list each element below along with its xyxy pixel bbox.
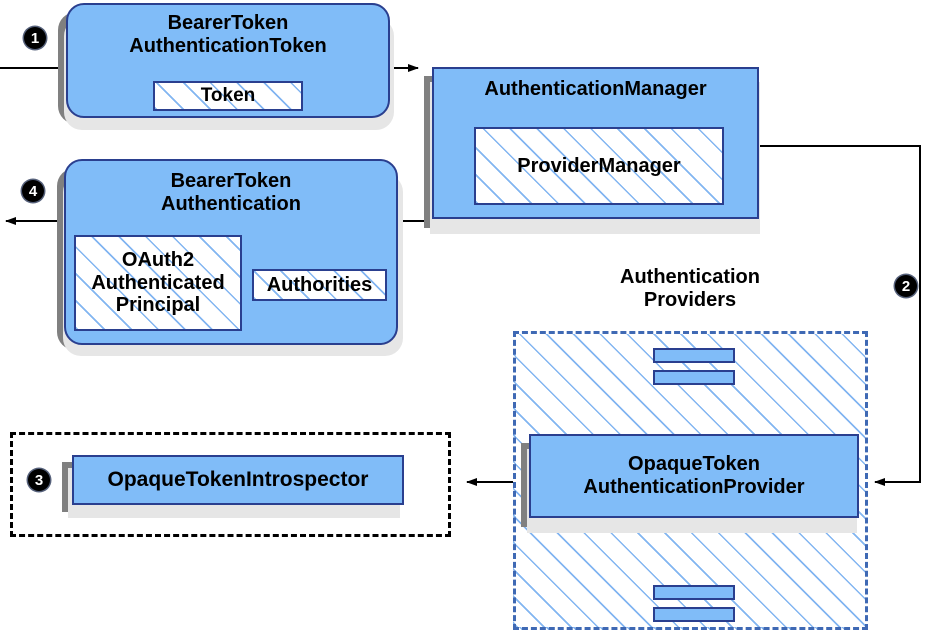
container-opaque-token-introspector	[10, 432, 451, 537]
inner-authorities-label: Authorities	[266, 273, 373, 296]
badge-step-2: 2	[895, 275, 917, 297]
inner-oauth2-authenticated-principal[interactable]: OAuth2 Authenticated Principal	[74, 235, 242, 331]
provider-stack-bar-bottom-2	[653, 607, 735, 622]
badge-step-3: 3	[28, 469, 50, 491]
node-bearer-token-authentication-token[interactable]: BearerToken AuthenticationToken Token	[66, 3, 390, 118]
inner-authorities[interactable]: Authorities	[252, 269, 387, 301]
node-authentication-manager[interactable]: AuthenticationManager ProviderManager	[432, 67, 759, 219]
inner-provider-manager[interactable]: ProviderManager	[474, 127, 724, 205]
inner-provider-manager-label: ProviderManager	[517, 154, 681, 177]
bearer-token-authentication-token-title: BearerToken AuthenticationToken	[129, 12, 327, 57]
provider-stack-bar-top-2	[653, 370, 735, 385]
authentication-manager-title: AuthenticationManager	[484, 78, 707, 100]
badge-step-1: 1	[24, 27, 46, 49]
badge-step-3-label: 3	[34, 471, 44, 489]
inner-oauth2-authenticated-principal-label: OAuth2 Authenticated Principal	[91, 249, 225, 317]
node-bearer-token-authentication[interactable]: BearerToken Authentication OAuth2 Authen…	[64, 159, 398, 345]
node-opaque-token-introspector[interactable]: OpaqueTokenIntrospector	[72, 455, 404, 505]
inner-token[interactable]: Token	[153, 81, 303, 111]
badge-step-2-label: 2	[901, 277, 911, 295]
badge-step-1-label: 1	[30, 29, 40, 47]
provider-stack-bar-top-1	[653, 348, 735, 363]
opaque-token-introspector-title: OpaqueTokenIntrospector	[107, 468, 369, 492]
inner-token-label: Token	[200, 85, 256, 107]
badge-step-4-label: 4	[28, 182, 38, 200]
authentication-providers-title: Authentication Providers	[620, 266, 760, 311]
opaque-token-authentication-provider-title: OpaqueToken AuthenticationProvider	[583, 453, 805, 498]
node-opaque-token-authentication-provider[interactable]: OpaqueToken AuthenticationProvider	[529, 434, 859, 518]
bearer-token-authentication-title: BearerToken Authentication	[161, 170, 301, 215]
badge-step-4: 4	[22, 180, 44, 202]
provider-stack-bar-bottom-1	[653, 585, 735, 600]
